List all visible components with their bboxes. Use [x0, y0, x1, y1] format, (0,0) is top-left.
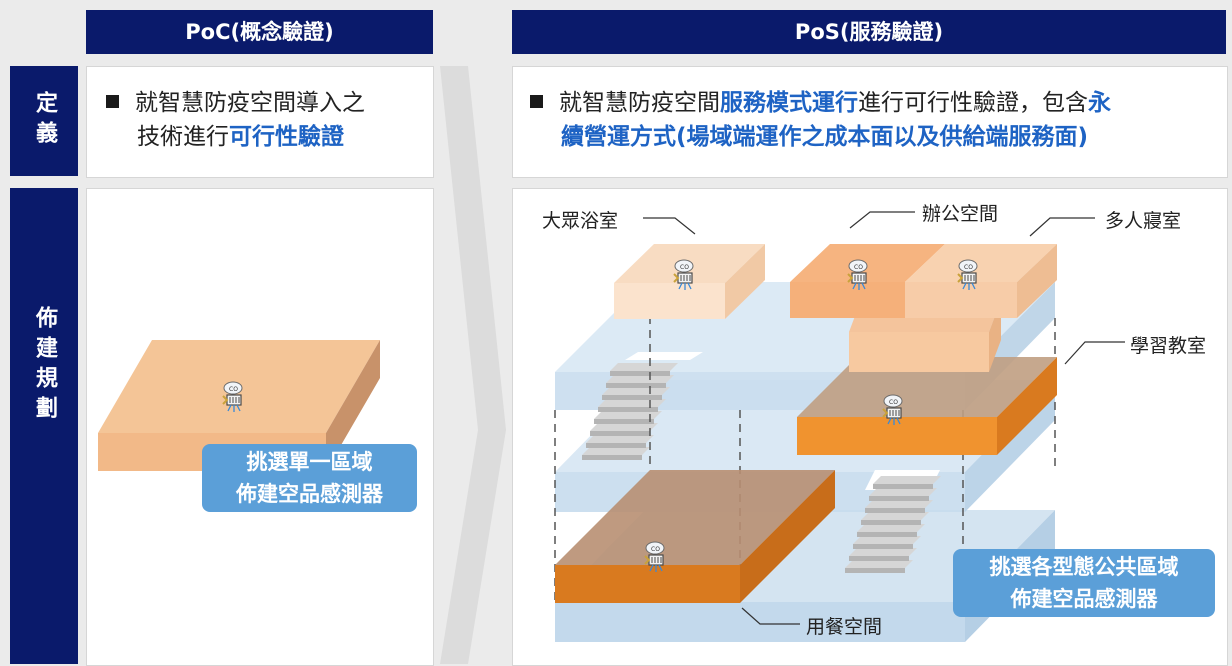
classroom-leader	[1064, 341, 1125, 365]
poc-definition-highlight: 可行性驗證	[229, 124, 344, 150]
deployment-side-label: 佈建規劃	[10, 188, 78, 664]
pos-definition-highlight1: 服務模式運行	[720, 90, 858, 116]
bullet-square-icon	[106, 95, 119, 108]
pos-callout-line2: 佈建空品感測器	[1010, 587, 1158, 611]
dining-room-block	[555, 470, 835, 603]
label-bathroom: 大眾浴室	[542, 210, 619, 232]
poc-definition-line1: 就智慧防疫空間導入之	[135, 90, 365, 116]
pos-header: PoS(服務驗證)	[512, 10, 1226, 54]
pos-callout-line1: 挑選各型態公共區域	[989, 555, 1179, 579]
bathroom-block	[614, 244, 765, 319]
transition-arrow	[440, 66, 506, 664]
definition-side-label: 定義	[10, 66, 78, 176]
label-classroom: 學習教室	[1130, 335, 1207, 357]
pos-definition-part2: 進行可行性驗證，包含	[858, 90, 1088, 116]
deployment-side-text: 佈建規劃	[32, 306, 57, 426]
dorm-leader	[1029, 217, 1095, 237]
pos-definition-panel	[512, 66, 1228, 178]
pos-definition-highlight2b: 續營運方式(場域端運作之成本面以及供給端服務面)	[561, 124, 1089, 150]
bathroom-leader	[643, 217, 696, 235]
label-office: 辦公空間	[922, 203, 999, 225]
poc-definition-text: 就智慧防疫空間導入之 技術進行可行性驗證	[106, 86, 365, 154]
label-dining: 用餐空間	[806, 616, 883, 638]
office-leader	[849, 211, 915, 229]
poc-callout-line1: 挑選單一區域	[246, 450, 373, 474]
definition-side-text: 定義	[32, 91, 57, 151]
bullet-square-icon	[530, 95, 543, 108]
pos-callout: 挑選各型態公共區域 佈建空品感測器	[953, 549, 1215, 617]
poc-header: PoC(概念驗證)	[86, 10, 433, 54]
dorm-block	[905, 244, 1057, 318]
classroom-block	[797, 300, 1057, 455]
pos-definition-highlight2a: 永	[1088, 90, 1111, 116]
poc-definition-panel	[86, 66, 434, 178]
office-block	[790, 244, 945, 318]
pos-definition-text: 就智慧防疫空間服務模式運行進行可行性驗證，包含永 續營運方式(場域端運作之成本面…	[530, 86, 1220, 154]
label-dorm: 多人寢室	[1105, 210, 1182, 232]
dining-leader	[741, 607, 800, 625]
poc-callout: 挑選單一區域 佈建空品感測器	[202, 444, 417, 512]
pos-definition-part1: 就智慧防疫空間	[559, 90, 720, 116]
pos-building	[554, 211, 1125, 642]
poc-callout-line2: 佈建空品感測器	[236, 482, 383, 506]
poc-definition-line2: 技術進行	[137, 124, 229, 150]
